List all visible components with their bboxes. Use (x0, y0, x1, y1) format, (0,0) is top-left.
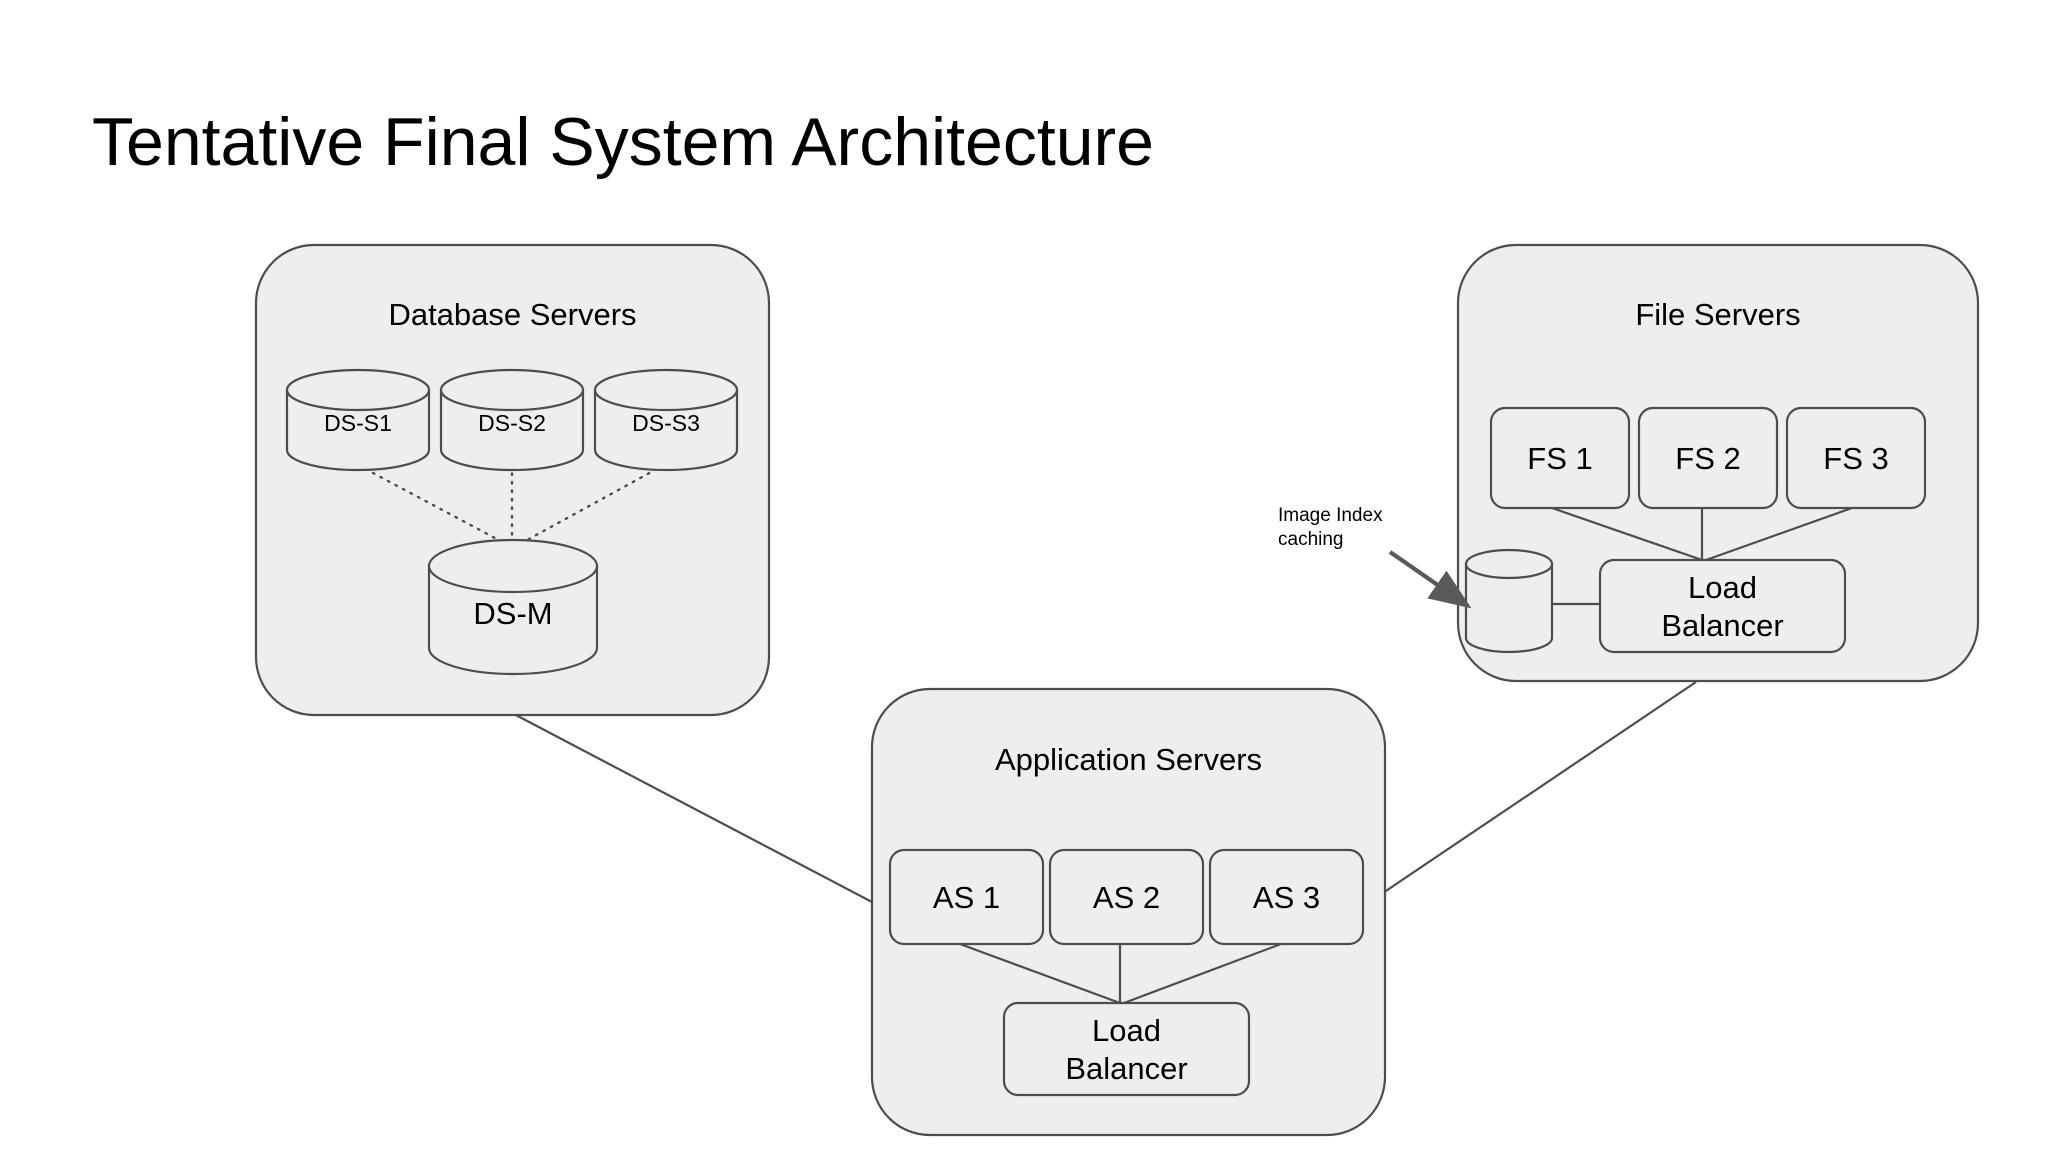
file-server-fs-1-label: FS 1 (1527, 441, 1593, 476)
group-file-servers[interactable] (1456, 243, 1980, 683)
db-master-ds-m-label: DS-M (473, 596, 553, 631)
file-servers-load-balancer-line1: Load (1688, 570, 1757, 605)
file-server-fs-1[interactable] (1489, 406, 1631, 510)
database-servers-title: Database Servers (388, 297, 637, 332)
db-replica-ds-s2[interactable] (439, 368, 585, 472)
application-server-as-1-label: AS 1 (932, 880, 1001, 915)
db-replica-ds-s1[interactable] (285, 368, 431, 472)
application-servers-title: Application Servers (994, 742, 1263, 777)
group-application-servers[interactable] (870, 687, 1387, 1137)
application-server-as-1[interactable] (888, 848, 1045, 946)
application-server-as-3-label: AS 3 (1252, 880, 1321, 915)
application-servers-load-balancer-label: Load Balancer (1004, 1012, 1249, 1088)
application-servers-load-balancer[interactable] (1002, 1001, 1251, 1097)
link-fs3-to-loadbalancer (1705, 506, 1853, 562)
db-replica-ds-s3[interactable] (593, 368, 739, 472)
image-index-caching-arrow (1388, 550, 1472, 609)
file-server-fs-2-label: FS 2 (1675, 441, 1741, 476)
file-server-fs-3-label: FS 3 (1823, 441, 1889, 476)
image-index-caching-annotation: Image Index caching (1278, 504, 1383, 553)
database-servers-container[interactable] (254, 243, 771, 717)
db-replica-ds-s3-label: DS-S3 (632, 410, 700, 436)
application-server-as-2-label: AS 2 (1092, 880, 1161, 915)
file-servers-load-balancer-label: Load Balancer (1600, 569, 1845, 645)
image-index-caching-line2: caching (1278, 529, 1344, 551)
group-database-servers[interactable] (254, 243, 771, 717)
connector-database-to-application (511, 712, 873, 903)
fs-loadbalancer-links (1551, 506, 1853, 606)
db-replica-ds-s2-label: DS-S2 (478, 410, 546, 436)
file-server-fs-2[interactable] (1637, 406, 1779, 510)
file-servers-load-balancer-line2: Balancer (1661, 607, 1784, 643)
page-title: Tentative Final System Architecture (92, 104, 1155, 180)
replication-link-ds-s1 (356, 463, 510, 547)
file-servers-load-balancer[interactable] (1598, 558, 1847, 654)
as-loadbalancer-links (959, 942, 1282, 1005)
image-index-caching-line1: Image Index (1278, 505, 1383, 526)
file-servers-title: File Servers (1635, 297, 1801, 332)
application-server-as-3[interactable] (1208, 848, 1365, 946)
db-replica-ds-s1-label: DS-S1 (324, 410, 392, 436)
file-server-fs-3[interactable] (1785, 406, 1927, 510)
inter-group-connectors (511, 681, 1697, 903)
image-index-cache-cylinder[interactable] (1464, 548, 1554, 654)
db-master-ds-m[interactable] (427, 538, 599, 676)
connector-application-to-fileservers (1370, 681, 1697, 902)
application-servers-load-balancer-line2: Balancer (1065, 1050, 1188, 1086)
replication-link-ds-s3 (516, 463, 666, 547)
link-as3-to-loadbalancer (1123, 942, 1282, 1005)
application-servers-load-balancer-line1: Load (1092, 1013, 1161, 1048)
replication-links (356, 463, 666, 547)
link-fs1-to-loadbalancer (1551, 506, 1703, 562)
application-server-as-2[interactable] (1048, 848, 1205, 946)
link-as1-to-loadbalancer (959, 942, 1121, 1005)
